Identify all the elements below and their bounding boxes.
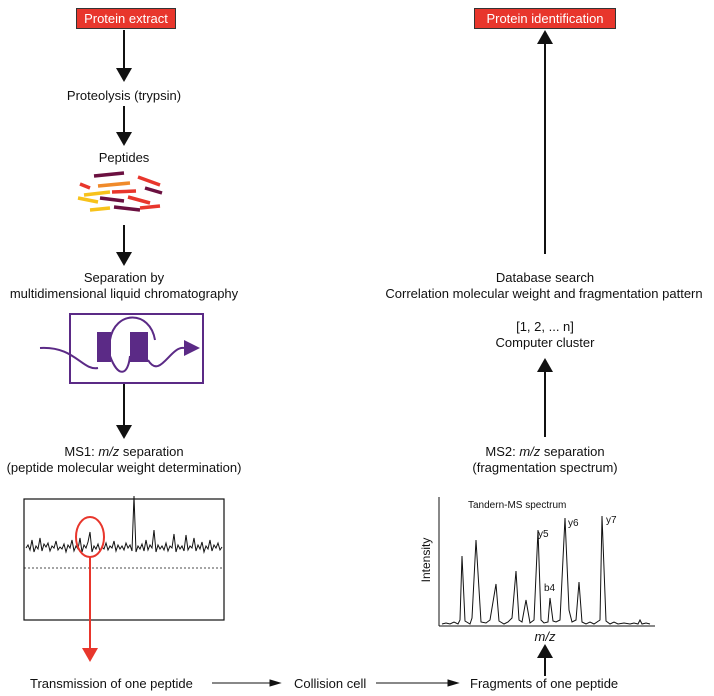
protein-identification-box: Protein identification xyxy=(474,8,616,29)
chromatography-column xyxy=(39,313,204,384)
ms2-label-line2: (fragmentation spectrum) xyxy=(472,460,618,475)
bottom-flow-arrows xyxy=(212,679,460,687)
ms1-label-line2: (peptide molecular weight determination) xyxy=(6,460,242,475)
peak-label-y6: y6 xyxy=(568,518,579,529)
peak-label-y7: y7 xyxy=(606,515,617,526)
database-search-label-line2: Correlation molecular weight and fragmen… xyxy=(385,286,703,301)
ms2-mz-italic: m/z xyxy=(519,444,541,459)
separation-label-line2: multidimensional liquid chromatography xyxy=(9,286,239,301)
spectrum-title: Tandern-MS spectrum xyxy=(468,500,567,511)
separation-label-line1: Separation by xyxy=(83,270,165,285)
protein-extract-box: Protein extract xyxy=(76,8,176,29)
left-flow-arrows xyxy=(116,30,132,439)
proteolysis-label: Proteolysis (trypsin) xyxy=(66,88,182,103)
peak-label-y5: y5 xyxy=(538,529,549,540)
right-flow-arrows xyxy=(537,30,553,676)
ms2-label-line1: MS2: m/z separation xyxy=(485,444,605,459)
peak-label-b4: b4 xyxy=(544,583,556,594)
ms1-mz-italic: m/z xyxy=(98,444,120,459)
peptides-illustration xyxy=(77,171,163,212)
ms2-spectrum xyxy=(438,497,655,627)
database-search-label-line1: Database search xyxy=(495,270,595,285)
cluster-label-line1: [1, 2, ... n] xyxy=(516,319,574,334)
peptides-label: Peptides xyxy=(98,150,150,165)
spectrum-xlabel: m/z xyxy=(534,629,556,644)
cluster-label-line2: Computer cluster xyxy=(495,335,595,350)
ms1-spectrum xyxy=(23,495,225,662)
fragments-label: Fragments of one peptide xyxy=(470,676,619,691)
transmission-label: Transmission of one peptide xyxy=(30,676,193,691)
ms1-label-line1: MS1: m/z separation xyxy=(64,444,184,459)
collision-cell-label: Collision cell xyxy=(294,676,367,691)
